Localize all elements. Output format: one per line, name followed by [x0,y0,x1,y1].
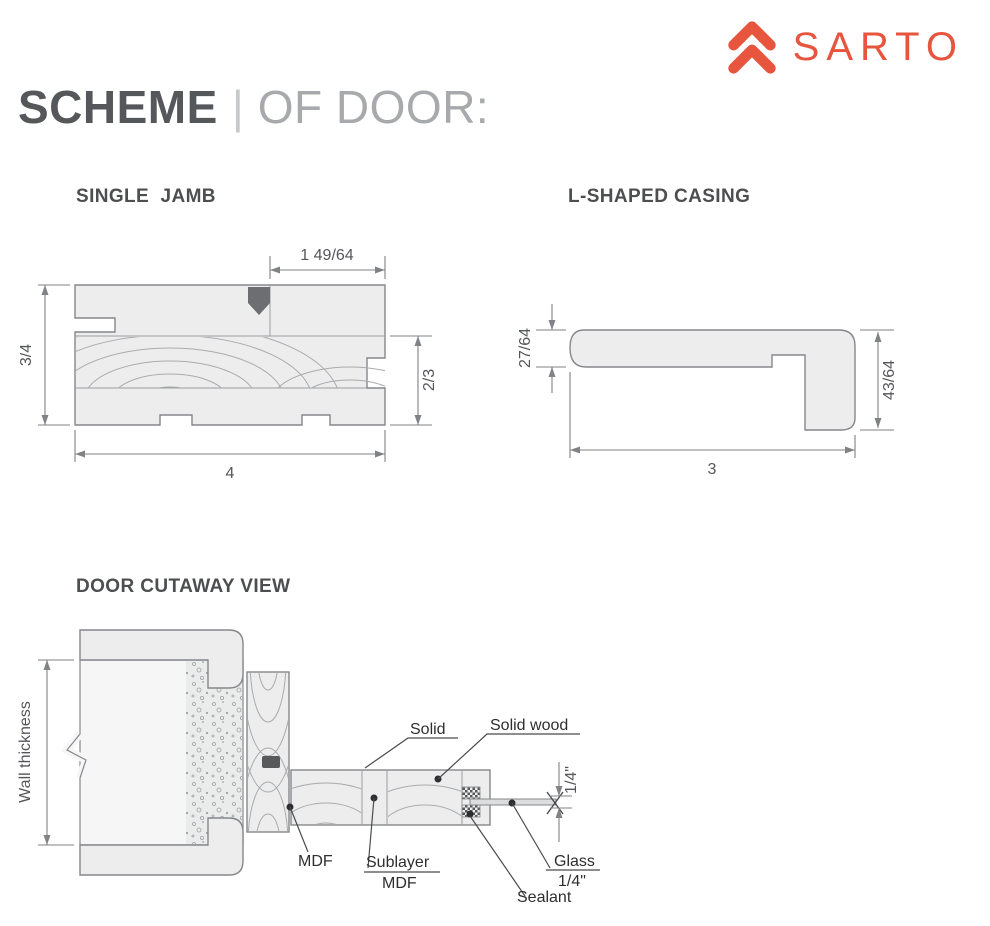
casing-dim-bottom: 3 [569,372,856,478]
wall-speckle-texture [186,661,242,844]
label-solid: Solid [364,721,458,769]
brand-name: SARTO [792,25,964,69]
label-solid-wood: Solid wood [434,717,580,783]
door-cutaway-drawing: 1/4" Wall thickness Solid Solid wood MDF [17,629,600,906]
casing-dim-left: 27/64 [517,304,566,393]
jamb-dim-left: 3/4 [20,284,70,426]
jamb-dim-top-label: 1 49/64 [300,247,353,264]
jamb-dim-bottom: 4 [74,430,386,482]
sealant-section-top [461,786,481,800]
page-title-sub: OF DOOR: [257,81,490,133]
casing-bottom-section [79,817,244,876]
label-mdf: MDF [286,803,333,870]
label-sublayer-text: Sublayer [366,854,430,871]
page-title-main: SCHEME [18,81,218,133]
jamb-dim-top: 1 49/64 [269,247,386,279]
casing-dim-right-label: 43/64 [881,360,898,400]
single-jamb-heading: SINGLE JAMB [76,186,216,207]
label-mdf-text: MDF [298,853,333,870]
jamb-profile [74,284,386,426]
door-grain-left [292,782,361,824]
wall-thickness-dim: Wall thickness [17,659,74,846]
wall-break-mark [66,733,87,779]
label-sublayer-mdf-text: MDF [382,875,417,892]
label-solid-text: Solid [410,721,446,738]
jamb-dim-bottom-label: 4 [226,465,235,482]
l-casing-drawing: 27/64 43/64 3 [517,304,898,478]
seal-marker [248,287,270,315]
casing-top-section [79,629,244,689]
label-glass-text: Glass [554,853,595,870]
casing-dim-bottom-label: 3 [708,461,717,478]
sarto-logo-icon [727,21,776,74]
glass-thickness-label: 1/4" [563,766,580,794]
jamb-wood-grain [75,337,385,388]
cutaway-heading: DOOR CUTAWAY VIEW [76,576,291,597]
jamb-dim-right: 2/3 [390,335,438,426]
casing-dim-right: 43/64 [860,329,898,431]
label-glass: Glass 1/4" [508,799,600,890]
label-sealant: Sealant [466,810,572,906]
jamb-dim-left-label: 3/4 [20,344,35,366]
door-leaf-section [290,769,491,826]
casing-profile [569,329,856,431]
title-separator: | [231,81,244,133]
page-title: SCHEME | OF DOOR: [18,84,489,130]
label-sublayer: Sublayer MDF [364,794,440,892]
label-glass-size-text: 1/4" [558,873,586,890]
l-casing-heading: L-SHAPED CASING [568,186,751,207]
brand-logo: SARTO [723,16,964,78]
door-stop-seal [262,756,280,768]
jamb-dim-right-label: 2/3 [421,369,438,391]
glass-thickness-dim: 1/4" [550,762,580,842]
casing-dim-left-label: 27/64 [517,328,534,368]
wall-thickness-label: Wall thickness [17,701,34,803]
label-solid-wood-text: Solid wood [490,717,568,734]
single-jamb-drawing: 1 49/64 3/4 2/3 4 [20,247,438,482]
label-sealant-text: Sealant [517,889,572,906]
door-grain-right [388,784,461,818]
